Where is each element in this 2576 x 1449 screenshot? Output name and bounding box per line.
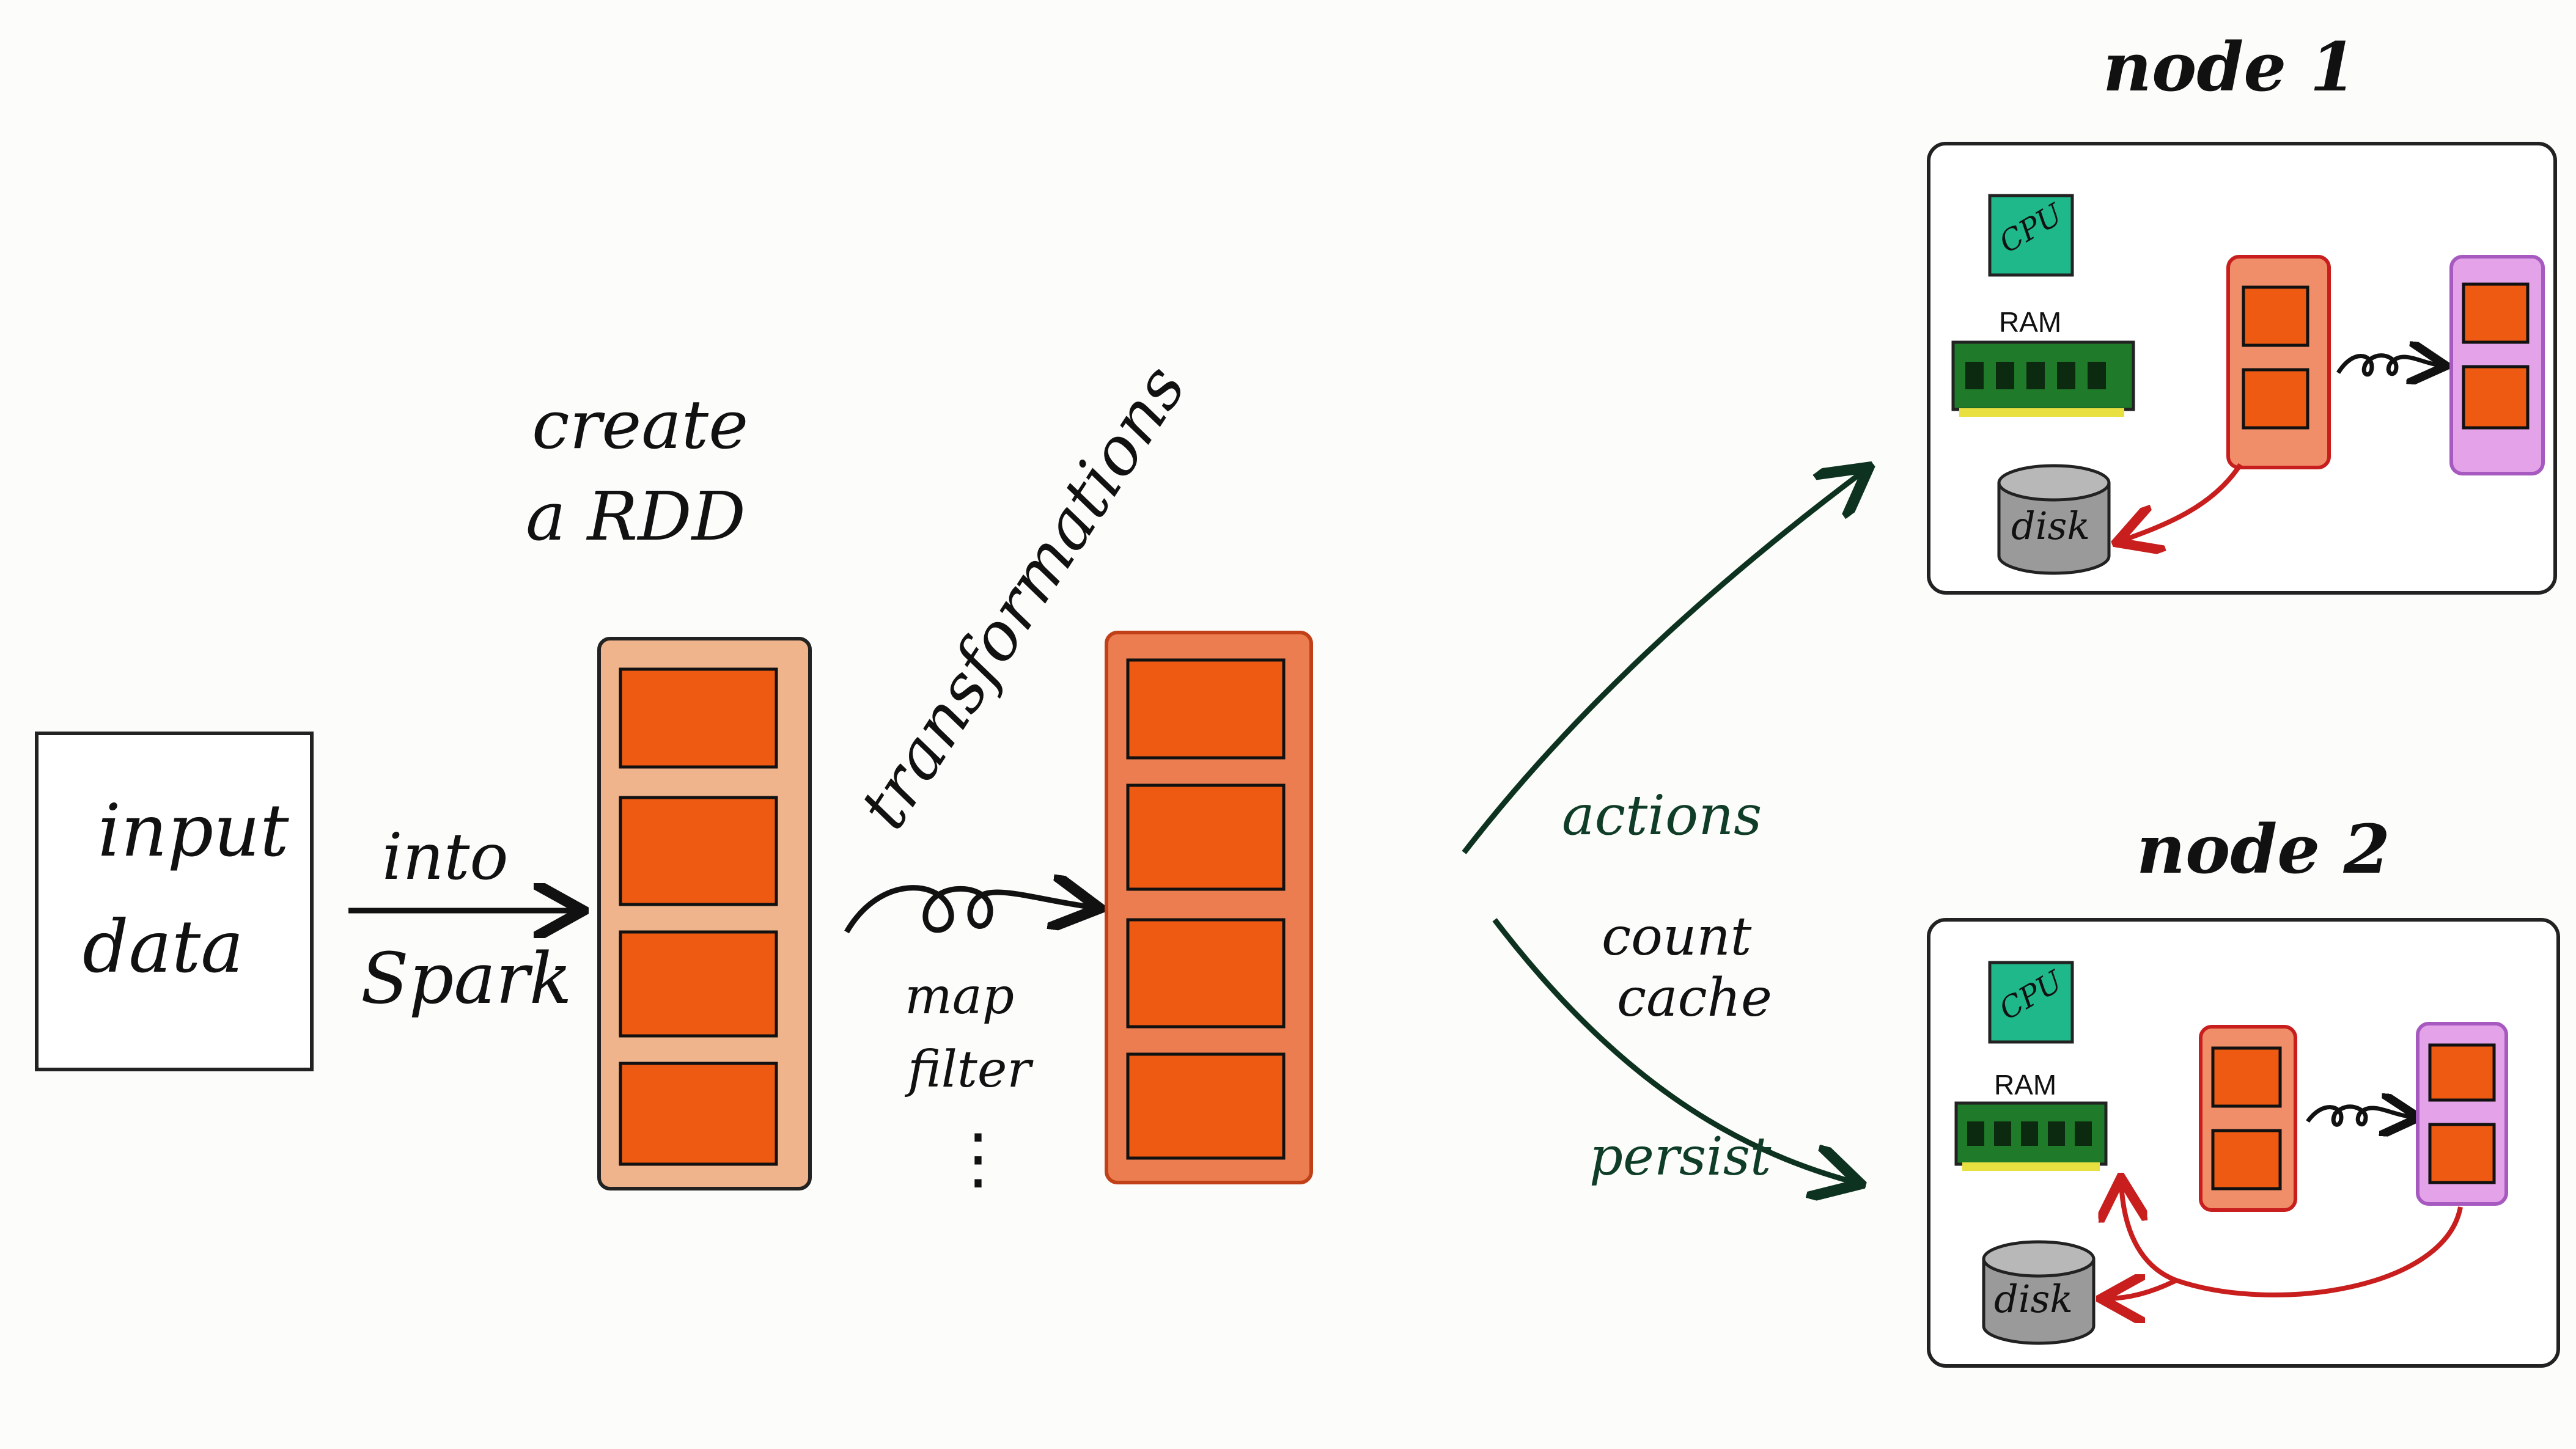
create-label: create <box>532 386 749 464</box>
action-arrow-node2 <box>1492 918 1855 1183</box>
input-data-box <box>35 732 314 1071</box>
node-1-persisted-partition <box>2462 365 2530 430</box>
rdd-initial-partition <box>619 796 778 906</box>
count-label: count <box>1602 906 1752 967</box>
node-2-persisted-partition <box>2428 1123 2496 1184</box>
node-2-disk-arrow <box>2106 1280 2177 1299</box>
node-2-ram-label: RAM <box>1994 1069 2057 1101</box>
ram-icon <box>1954 1101 2108 1171</box>
node-1-disk-label: disk <box>2011 504 2090 548</box>
node-1-rdd-partition <box>2242 285 2309 347</box>
cpu-icon <box>1988 961 2074 1044</box>
rdd-transformed-partition <box>1126 918 1286 1029</box>
into-label: into <box>382 820 509 894</box>
node-1-transform-arrow <box>2336 356 2442 375</box>
action-arrow-node1 <box>1462 471 1864 854</box>
disk-icon <box>1997 464 2111 575</box>
node-1-title: node 1 <box>2103 28 2357 106</box>
rdd-initial-partition <box>619 667 778 769</box>
node-2-disk-label: disk <box>1994 1277 2073 1321</box>
input-data-label-line2: data <box>83 904 244 989</box>
ellipsis: ⋮ <box>944 1119 1012 1197</box>
rdd-initial-partition <box>619 930 778 1038</box>
disk-icon <box>1982 1240 2096 1345</box>
node-2-box <box>1927 918 2560 1368</box>
node-2-persist-arrow <box>2121 1183 2463 1297</box>
cache-label: cache <box>1617 967 1772 1029</box>
node-2-transform-arrow <box>2306 1107 2415 1125</box>
transformation-arrow <box>844 888 1094 932</box>
filter-label: filter <box>908 1041 1031 1099</box>
node-2-persisted-partition <box>2428 1043 2496 1102</box>
node-1-disk-arrow <box>2121 463 2243 541</box>
a-rdd-label: a RDD <box>526 477 746 556</box>
persist-label: persist <box>1589 1126 1772 1187</box>
node-1-persisted-partition <box>2462 282 2530 344</box>
rdd-initial <box>597 637 812 1190</box>
node-2-title: node 2 <box>2136 810 2391 889</box>
map-label: map <box>905 967 1015 1025</box>
cpu-icon <box>1988 194 2074 277</box>
rdd-transformed-partition <box>1126 1052 1286 1160</box>
spark-label: Spark <box>361 938 572 1020</box>
actions-label: actions <box>1562 783 1762 848</box>
ram-icon <box>1951 340 2135 417</box>
node-2-rdd-partition <box>2211 1046 2282 1108</box>
rdd-transformed-partition <box>1126 658 1286 760</box>
rdd-transformed-partition <box>1126 783 1286 891</box>
rdd-initial-partition <box>619 1062 778 1166</box>
node-1-box <box>1927 142 2557 595</box>
node-1-ram-label: RAM <box>1999 306 2062 338</box>
node-2-rdd-partition <box>2211 1129 2282 1190</box>
node-1-rdd-partition <box>2242 368 2309 430</box>
input-data-label-line1: input <box>98 788 289 873</box>
rdd-transformed <box>1105 631 1313 1184</box>
